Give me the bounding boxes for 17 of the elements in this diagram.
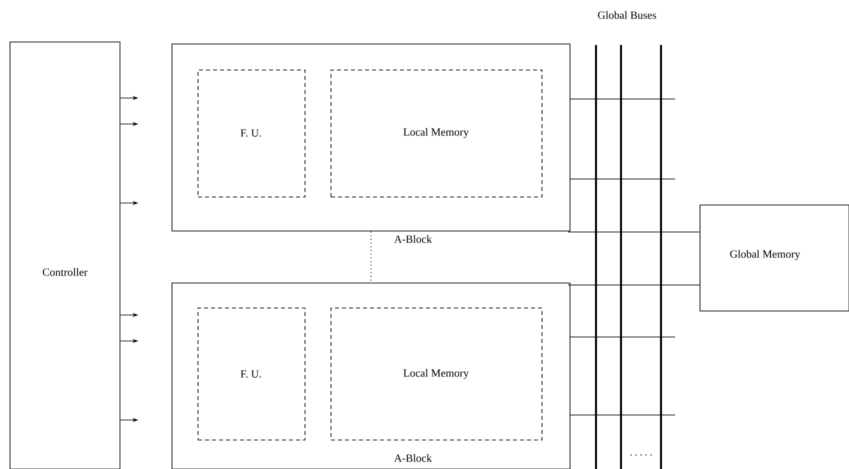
memory-box: Global Memory [700, 204, 849, 312]
unit-box: F. U. [198, 308, 306, 440]
bus-connection-line [568, 284, 700, 286]
bus-line [595, 45, 597, 469]
unit-box: F. U. [198, 70, 306, 198]
bus-connection-line [570, 178, 676, 180]
bus-connection-line [570, 336, 676, 338]
node-label: A-Block [394, 235, 432, 243]
controller-box: Controller [10, 42, 120, 469]
dotted-line [370, 231, 372, 283]
bus-line [620, 45, 622, 469]
bus-connection-line [570, 98, 676, 100]
memory-box: Local Memory [330, 308, 542, 440]
bus-label: Global Buses [598, 11, 656, 19]
bus-line [660, 45, 662, 469]
bus-connection-line [570, 414, 676, 416]
memory-box: Local Memory [330, 70, 542, 198]
